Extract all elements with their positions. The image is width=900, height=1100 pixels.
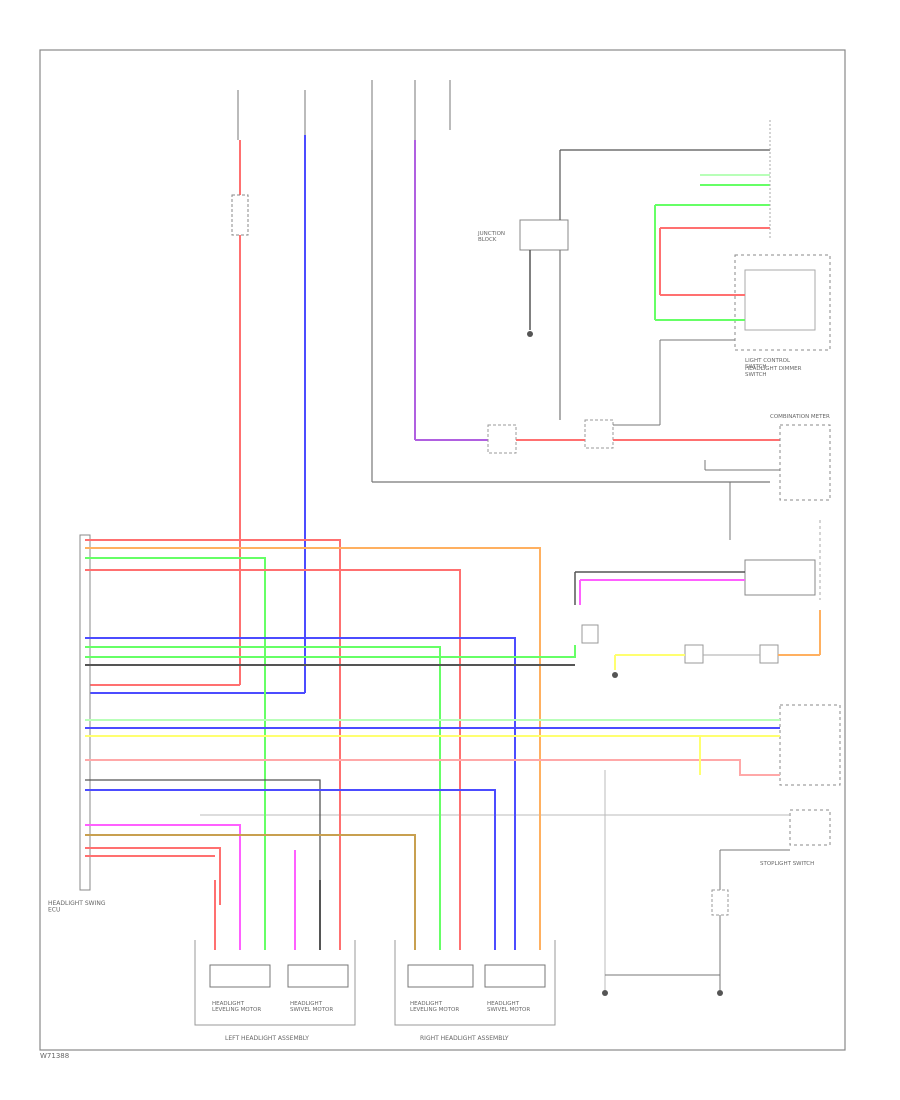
combination-meter-label: COMBINATION METER bbox=[770, 414, 830, 420]
left-headlight-assembly-label: LEFT HEADLIGHT ASSEMBLY bbox=[225, 1035, 309, 1042]
combination-meter-block bbox=[704, 424, 831, 540]
right-swivel-motor-box bbox=[484, 964, 546, 988]
diagram-border bbox=[39, 49, 846, 1051]
black-vertical-wire bbox=[371, 150, 770, 483]
fuse-box-left bbox=[231, 194, 249, 236]
top-left-sources bbox=[237, 80, 451, 150]
motor-connector-stubs bbox=[214, 850, 541, 950]
right-control-box bbox=[744, 559, 816, 596]
combination-switch-block bbox=[654, 120, 831, 351]
ecu-connector bbox=[79, 534, 91, 891]
right-assembly-bracket bbox=[394, 940, 556, 1026]
right-leveling-motor-box bbox=[407, 964, 474, 988]
stoplight-switch-label: STOPLIGHT SWITCH bbox=[760, 861, 814, 867]
left-leveling-motor-box bbox=[209, 964, 271, 988]
sensor-box-1 bbox=[487, 424, 517, 454]
ecu-horizontal-wires bbox=[85, 539, 780, 905]
purple-wire bbox=[414, 140, 490, 441]
red-vertical-wire bbox=[85, 140, 241, 686]
sensor-box-2 bbox=[584, 419, 614, 449]
height-sensor-row bbox=[581, 610, 821, 678]
junction-block bbox=[519, 219, 569, 251]
left-swivel-motor-box bbox=[287, 964, 349, 988]
footer-code: W71388 bbox=[40, 1052, 69, 1060]
right-headlight-assembly-label: RIGHT HEADLIGHT ASSEMBLY bbox=[420, 1035, 509, 1042]
right-mid-connector bbox=[779, 704, 841, 786]
left-assembly-bracket bbox=[194, 940, 356, 1026]
blue-vertical-wire bbox=[85, 135, 306, 694]
